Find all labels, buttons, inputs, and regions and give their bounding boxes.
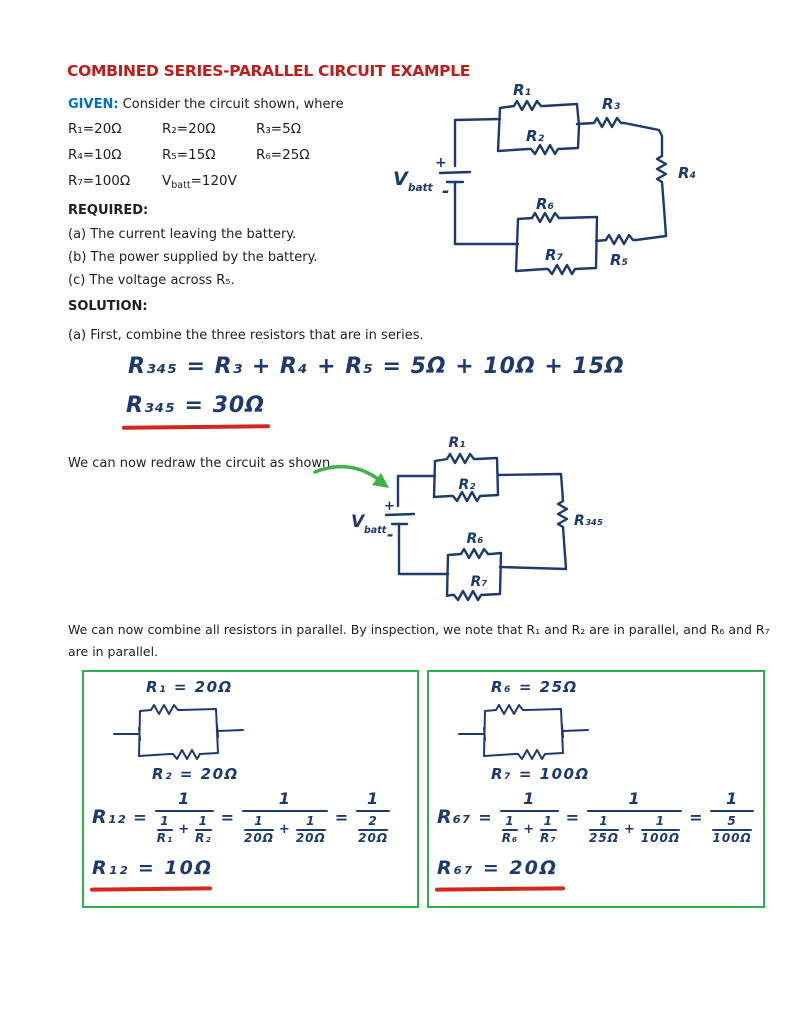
circuit1-battery-plus: + — [435, 155, 447, 171]
value-r3: R₃=5Ω — [256, 121, 302, 137]
box2-left-node — [483, 727, 486, 741]
circuit2-label-r7: R₇ — [471, 574, 488, 590]
circuit1-label-r3: R₃ — [602, 95, 621, 113]
circuit2-label-r6: R₆ — [467, 531, 484, 547]
circuit2-battery-plus: + — [384, 499, 395, 514]
circuit1-label-r1: R₁ — [513, 81, 531, 99]
required-item-b: (b) The power supplied by the battery. — [68, 250, 318, 265]
box2-eq-sign-3: = — [689, 807, 704, 827]
redraw-note: We can now redraw the circuit as shown. — [68, 456, 335, 471]
parallel-pair-diagram-r1r2 — [113, 704, 244, 760]
box1-eq-sign-2: = — [220, 807, 235, 827]
value-r1: R₁=20Ω — [68, 121, 122, 137]
box2-r6-label: R₆ = 25Ω — [491, 678, 578, 696]
circuit1-battery-minus: - — [442, 181, 449, 202]
page-title: COMBINED SERIES-PARALLEL CIRCUIT EXAMPLE — [67, 62, 471, 80]
green-arrow-head — [372, 473, 389, 488]
circuit1-label-vbatt-sub: batt — [408, 182, 434, 194]
box2-eq-sign-2: = — [565, 807, 580, 827]
value-r4: R₄=10Ω — [68, 147, 122, 163]
circuit2-battery-long-plate — [384, 512, 416, 517]
parallel-note: We can now combine all resistors in para… — [68, 622, 770, 659]
circuit2-label-r1: R₁ — [449, 435, 466, 451]
value-r2: R₂=20Ω — [162, 121, 216, 137]
handwritten-eq-series-sum: R₃₄₅ = R₃ + R₄ + R₅ = 5Ω + 10Ω + 15Ω — [128, 354, 625, 379]
original-circuit-diagram: R₁ R₂ R₃ R₄ R₅ R₆ R₇ V batt + - — [393, 81, 696, 276]
solution-label: SOLUTION: — [68, 299, 148, 314]
circuit1-label-r6: R₆ — [536, 195, 555, 213]
circuit1-wire-topleft — [453, 117, 502, 168]
vbatt-value: =120V — [190, 173, 237, 189]
redrawn-circuit-diagram: R₁ R₂ R₆ R₇ R₃₄₅ V batt + - — [351, 435, 603, 602]
box1-pair-outline — [138, 704, 219, 760]
required-item-c: (c) The voltage across R₅. — [68, 273, 235, 288]
circuit1-wire-r3 — [575, 116, 664, 158]
box1-red-underline — [89, 886, 213, 892]
circuit2-label-vbatt: V — [351, 512, 366, 532]
red-underline-r345 — [121, 424, 271, 430]
circuit2-parallel-box-r1r2 — [432, 452, 500, 503]
circuit1-battery-long-plate — [438, 170, 472, 175]
circuit1-label-r5: R₅ — [610, 251, 628, 269]
circuit1-label-r2: R₂ — [526, 127, 545, 145]
value-r5: R₅=15Ω — [162, 147, 216, 163]
circuit2-label-r345: R₃₄₅ — [574, 513, 603, 529]
required-item-a: (a) The current leaving the battery. — [68, 227, 297, 242]
circuit1-wire-bottomleft — [453, 180, 520, 246]
box1-r1-label: R₁ = 20Ω — [146, 678, 233, 696]
box2-r7-label: R₇ = 100Ω — [491, 765, 590, 783]
box1-eq-sign-1: = — [133, 807, 148, 827]
box2-result: R₆₇ = 20Ω — [437, 857, 559, 879]
box1-right-lead — [217, 729, 244, 732]
box1-result: R₁₂ = 10Ω — [92, 857, 214, 879]
green-arrow-icon — [313, 464, 389, 488]
box2-red-underline — [434, 886, 566, 892]
solution-intro: (a) First, combine the three resistors t… — [68, 328, 424, 343]
circuit2-parallel-box-r6r7 — [445, 547, 503, 602]
circuit2-battery-minus: - — [387, 525, 394, 544]
circuit2-wire-topleft — [396, 474, 437, 508]
circuit2-label-r2: R₂ — [459, 477, 477, 493]
box2-right-node — [561, 724, 564, 738]
box1-right-node — [216, 724, 219, 738]
vbatt-subscript: batt — [171, 180, 191, 191]
circuit1-label-r4: R₄ — [678, 164, 696, 182]
circuit2-label-vbatt-sub: batt — [364, 525, 387, 536]
circuit1-parallel-box-r6r7 — [514, 211, 599, 276]
handwritten-eq-r345-result: R₃₄₅ = 30Ω — [126, 393, 265, 418]
required-label: REQUIRED: — [68, 203, 149, 218]
box1-eq-sign-3: = — [334, 807, 350, 827]
circuit2-wire-r345 — [496, 472, 569, 571]
value-vbatt: Vbatt=120V — [162, 173, 237, 191]
given-intro: Consider the circuit shown, where — [122, 97, 344, 112]
box2-pair-outline — [483, 704, 564, 760]
value-r7: R₇=100Ω — [68, 173, 131, 189]
box1-eq-lhs: R₁₂ — [92, 806, 127, 829]
circuit1-label-r7: R₇ — [545, 246, 564, 264]
given-label: GIVEN: — [68, 97, 119, 112]
circuit1-wire-r5 — [594, 233, 668, 246]
box2-eq-sign-1: = — [478, 807, 493, 827]
circuit2-wire-bottomleft — [397, 522, 450, 576]
circuit1-parallel-box-r1r2 — [496, 99, 581, 156]
vbatt-symbol: V — [162, 173, 172, 189]
box2-right-lead — [562, 729, 589, 732]
box2-eq-lhs: R₆₇ — [437, 806, 472, 829]
circuit1-label-vbatt: V — [393, 168, 409, 190]
value-r6: R₆=25Ω — [256, 147, 310, 163]
box1-r2-label: R₂ = 20Ω — [152, 765, 239, 783]
box1-left-node — [138, 727, 141, 741]
circuit1-wire-r4 — [655, 154, 668, 238]
parallel-pair-diagram-r6r7 — [458, 704, 589, 760]
